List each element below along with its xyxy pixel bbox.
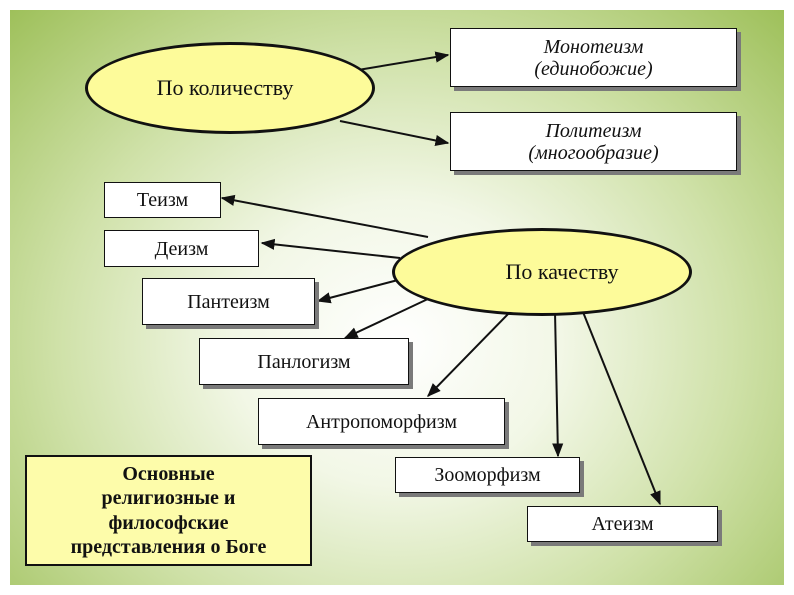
- arrow-to-zoomorphism: [552, 311, 564, 458]
- monotheism-name: Монотеизм: [543, 35, 644, 58]
- theism-box: Теизм: [104, 182, 221, 218]
- arrow-to-theism: [220, 194, 429, 238]
- atheism-box: Атеизм: [527, 506, 718, 542]
- summary-line-3: философские: [108, 511, 229, 534]
- polytheism-note: (многообразие): [528, 141, 659, 164]
- deism-box: Деизм: [104, 230, 259, 267]
- quality-ellipse-label: По качеству: [505, 259, 619, 284]
- arrow-to-atheism: [582, 311, 661, 506]
- arrow-to-pantheism: [316, 279, 399, 304]
- monotheism-box: Монотеизм (единобожие): [450, 28, 737, 87]
- arrow-to-panlogism: [343, 297, 431, 339]
- theism-label: Теизм: [136, 189, 189, 211]
- summary-line-2: религиозные и: [101, 487, 236, 510]
- summary-line-4: представления о Боге: [70, 535, 267, 558]
- quantity-ellipse: По количеству: [85, 42, 375, 134]
- pantheism-label: Пантеизм: [187, 290, 270, 313]
- arrow-to-polytheism: [339, 120, 450, 146]
- polytheism-box: Политеизм (многообразие): [450, 112, 737, 171]
- summary-box: Основные религиозные и философские предс…: [25, 455, 312, 566]
- deism-label: Деизм: [154, 237, 209, 260]
- polytheism-name: Политеизм: [545, 119, 642, 142]
- anthropomorphism-label: Антропоморфизм: [305, 410, 458, 433]
- panlogism-label: Панлогизм: [257, 350, 351, 373]
- summary-line-1: Основные: [122, 462, 215, 485]
- arrow-to-monotheism: [357, 51, 450, 71]
- atheism-label: Атеизм: [591, 513, 654, 535]
- arrow-to-anthropomorphism: [427, 309, 513, 398]
- anthropomorphism-box: Антропоморфизм: [258, 398, 505, 445]
- quality-ellipse: По качеству: [392, 228, 692, 316]
- arrow-to-deism: [260, 238, 401, 259]
- pantheism-box: Пантеизм: [142, 278, 315, 325]
- quantity-ellipse-label: По количеству: [156, 75, 294, 100]
- monotheism-note: (единобожие): [534, 57, 653, 80]
- panlogism-box: Панлогизм: [199, 338, 409, 385]
- zoomorphism-label: Зооморфизм: [434, 464, 541, 486]
- zoomorphism-box: Зооморфизм: [395, 457, 580, 493]
